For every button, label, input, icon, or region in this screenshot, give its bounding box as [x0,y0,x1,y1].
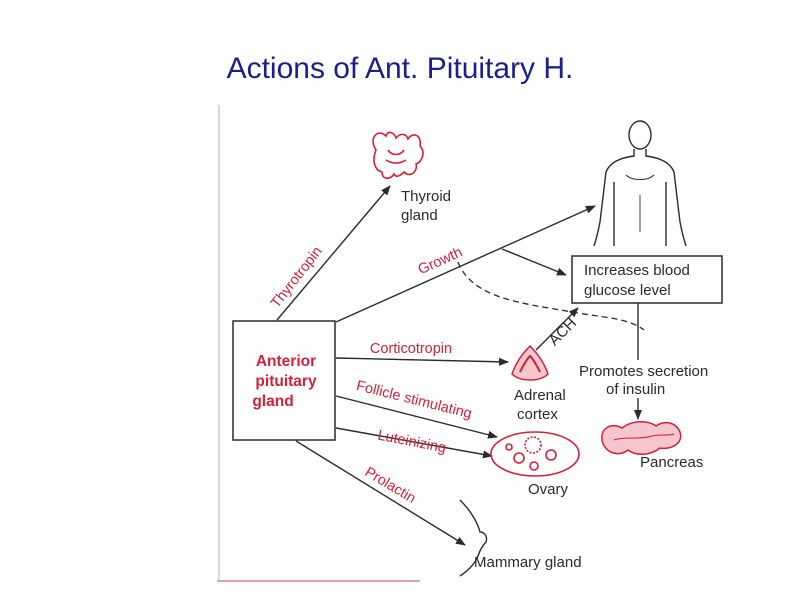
label-prolactin: Prolactin [362,464,419,507]
label-corticotropin: Corticotropin [370,341,452,357]
growth-glucose-arrow [501,248,567,276]
insulin-line-2: of insulin [606,381,665,398]
human-body-icon [593,120,687,247]
glucose-line-1: Increases blood [584,262,690,279]
mammary-icon [459,499,488,577]
adrenal-label-1: Adrenal [514,387,566,404]
ach-arrow [535,307,579,351]
luteinizing-arrow [335,427,493,459]
thyrotropin-arrow [276,185,391,321]
thyroid-label-1: Thyroid [401,188,451,205]
thyroid-icon [372,131,424,180]
anterior-pituitary-box: Anterior pituitary gland [232,320,336,441]
label-thyrotropin: Thyrotropin [268,244,326,312]
slide-title: Actions of Ant. Pituitary H. [226,52,574,85]
pancreas-icon [601,421,682,455]
box-line-2: pituitary [255,373,317,390]
mammary-label: Mammary gland [474,554,582,571]
label-luteinizing: Luteinizing [376,428,447,457]
ovary-icon [490,431,580,477]
inhibition-dashed-path [457,261,645,331]
glucose-line-2: glucose level [584,282,671,299]
prolactin-arrow [295,440,466,546]
follicle-arrow [335,395,498,439]
glucose-effect-box: Increases blood glucose level [571,255,723,304]
pancreas-label: Pancreas [640,454,703,471]
label-growth: Growth [416,245,465,279]
insulin-line-1: Promotes secretion [579,363,708,380]
thyroid-label-2: gland [401,207,438,224]
adrenal-label-2: cortex [517,406,558,423]
label-ach: ACH [546,315,580,349]
growth-arrow [335,205,596,323]
box-line-3: gland [252,393,293,410]
box-line-1: Anterior [256,353,316,370]
corticotropin-arrow [335,357,509,366]
ovary-label: Ovary [528,481,569,498]
adrenal-icon [511,344,549,381]
